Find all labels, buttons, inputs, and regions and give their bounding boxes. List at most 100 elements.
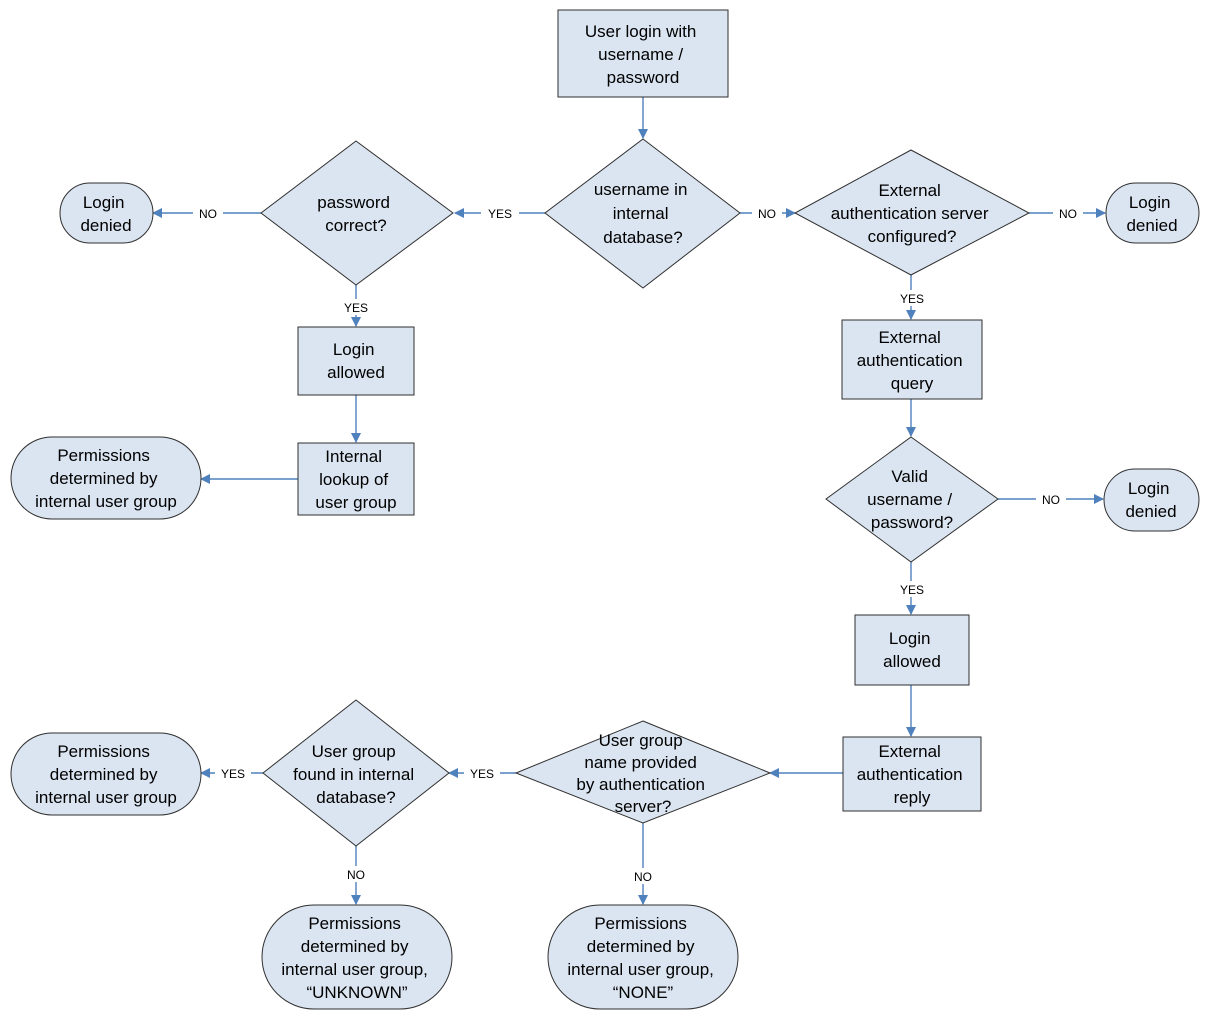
decision-valid-line-3: password?: [871, 513, 953, 532]
process-internal-lookup-line-1: Internal: [325, 447, 382, 466]
process-login-allowed-right-line-1: Login: [889, 629, 931, 648]
decision-group-found-line-3: database?: [316, 788, 395, 807]
edge-label-group-provided-no: NO: [634, 870, 652, 884]
terminal-login-denied-left-line-2: denied: [80, 216, 131, 235]
edge-label-username-no: NO: [758, 207, 776, 221]
terminal-permissions-unknown-line-2: determined by: [301, 937, 409, 956]
terminal-permissions-unknown-line-1: Permissions: [308, 914, 401, 933]
terminal-login-denied-right-top-line-2: denied: [1126, 216, 1177, 235]
decision-group-name-provided: [514, 720, 772, 824]
process-internal-lookup: [297, 442, 415, 516]
decision-username-in-database-label: username in internal database?: [594, 180, 692, 247]
decision-username-in-database: [544, 138, 741, 289]
edge-label-group-found-yes: YES: [221, 767, 245, 781]
process-login-allowed-right-label: Login allowed: [883, 629, 941, 671]
decision-valid-line-1: Valid: [891, 467, 928, 486]
terminal-permissions-internal-bottom-label: Permissions determined by internal user …: [35, 742, 177, 807]
decision-group-name-provided-label: User group name provided by authenticati…: [576, 731, 709, 816]
edge-label-group-found-no: NO: [347, 868, 365, 882]
terminal-permissions-unknown: [261, 904, 453, 1010]
process-internal-lookup-line-3: user group: [315, 493, 396, 512]
process-external-reply-line-2: authentication: [857, 765, 963, 784]
process-external-reply: [842, 736, 982, 812]
process-login-allowed-right-line-2: allowed: [883, 652, 941, 671]
terminal-permissions-none: [547, 904, 739, 1010]
terminal-permissions-internal-bottom-line-1: Permissions: [57, 742, 150, 761]
terminal-permissions-internal-top-label: Permissions determined by internal user …: [35, 446, 177, 511]
process-login-allowed-left: [297, 326, 415, 396]
process-internal-lookup-label: Internal lookup of user group: [315, 447, 396, 512]
terminal-login-denied-left: [59, 182, 154, 244]
terminal-permissions-none-line-1: Permissions: [594, 914, 687, 933]
process-user-login-line-2: username /: [598, 45, 683, 64]
terminal-login-denied-right-top-line-1: Login: [1129, 193, 1171, 212]
decision-group-provided-line-3: by authentication: [576, 775, 705, 794]
terminal-permissions-unknown-line-4: “UNKNOWN”: [306, 983, 407, 1002]
terminal-permissions-none-line-4: “NONE”: [613, 983, 674, 1002]
terminal-permissions-internal-top-line-1: Permissions: [57, 446, 150, 465]
decision-username-line-2: internal: [613, 204, 669, 223]
edge-label-valid-no: NO: [1042, 493, 1060, 507]
decision-group-found-line-1: User group: [312, 742, 396, 761]
terminal-login-denied-right-middle-line-2: denied: [1125, 502, 1176, 521]
decision-group-found-label: User group found in internal database?: [293, 742, 419, 807]
decision-password-line-1: password: [317, 193, 390, 212]
decision-valid-credentials: [825, 436, 999, 563]
terminal-login-denied-left-label: Login denied: [80, 193, 131, 235]
decision-valid-line-2: username /: [867, 490, 952, 509]
terminal-login-denied-right-middle: [1103, 468, 1200, 532]
process-external-reply-line-1: External: [878, 742, 940, 761]
process-login-allowed-left-line-2: allowed: [327, 363, 385, 382]
decision-external-server-configured: [793, 149, 1031, 276]
process-user-login: [557, 9, 729, 98]
edge-label-password-no: NO: [199, 207, 217, 221]
terminal-permissions-unknown-label: Permissions determined by internal user …: [281, 914, 432, 1002]
decision-username-line-1: username in: [594, 180, 688, 199]
edge-label-external-no: NO: [1059, 207, 1077, 221]
decision-external-line-1: External: [878, 181, 940, 200]
decision-valid-credentials-label: Valid username / password?: [867, 467, 957, 532]
process-login-allowed-left-label: Login allowed: [327, 340, 385, 382]
decision-group-found-line-2: found in internal: [293, 765, 414, 784]
process-external-query-line-2: authentication: [857, 351, 963, 370]
edge-label-password-yes: YES: [344, 301, 368, 315]
terminal-login-denied-left-line-1: Login: [83, 193, 125, 212]
terminal-login-denied-right-top-label: Login denied: [1126, 193, 1177, 235]
process-external-reply-line-3: reply: [894, 788, 931, 807]
decision-group-provided-line-1: User group: [599, 731, 683, 750]
terminal-permissions-internal-top-line-2: determined by: [50, 469, 158, 488]
terminal-permissions-none-line-2: determined by: [587, 937, 695, 956]
decision-password-correct: [260, 140, 454, 286]
decision-group-provided-line-2: name provided: [584, 753, 696, 772]
decision-password-correct-label: password correct?: [317, 193, 395, 235]
process-user-login-label: User login with username / password: [585, 22, 701, 87]
process-external-reply-label: External authentication reply: [857, 742, 968, 807]
process-external-query-label: External authentication query: [857, 328, 968, 393]
terminal-login-denied-right-middle-line-1: Login: [1128, 479, 1170, 498]
decision-group-found: [262, 699, 450, 847]
terminal-permissions-internal-bottom-line-3: internal user group: [35, 788, 177, 807]
edge-label-valid-yes: YES: [900, 583, 924, 597]
terminal-permissions-none-label: Permissions determined by internal user …: [567, 914, 718, 1002]
terminal-permissions-internal-bottom: [10, 732, 202, 816]
process-user-login-line-1: User login with: [585, 22, 697, 41]
terminal-permissions-internal-top: [10, 436, 202, 520]
edge-labels: YES NO YES NO NO YES NO YES YES YES NO N…: [193, 205, 1083, 884]
terminal-permissions-unknown-line-3: internal user group,: [281, 960, 427, 979]
terminal-permissions-none-line-3: internal user group,: [567, 960, 713, 979]
decision-username-line-3: database?: [603, 228, 682, 247]
decision-external-line-2: authentication server: [831, 204, 989, 223]
process-external-query: [841, 319, 983, 400]
process-internal-lookup-line-2: lookup of: [319, 470, 388, 489]
edge-label-username-yes: YES: [488, 207, 512, 221]
process-user-login-line-3: password: [607, 68, 680, 87]
decision-external-line-3: configured?: [868, 227, 957, 246]
edge-label-group-provided-yes: YES: [470, 767, 494, 781]
process-external-query-line-3: query: [891, 374, 934, 393]
process-login-allowed-left-line-1: Login: [333, 340, 375, 359]
decision-group-provided-line-4: server?: [615, 797, 672, 816]
decision-external-server-configured-label: External authentication server configure…: [831, 181, 994, 246]
edge-label-external-yes: YES: [900, 292, 924, 306]
terminal-login-denied-right-top: [1105, 182, 1200, 244]
